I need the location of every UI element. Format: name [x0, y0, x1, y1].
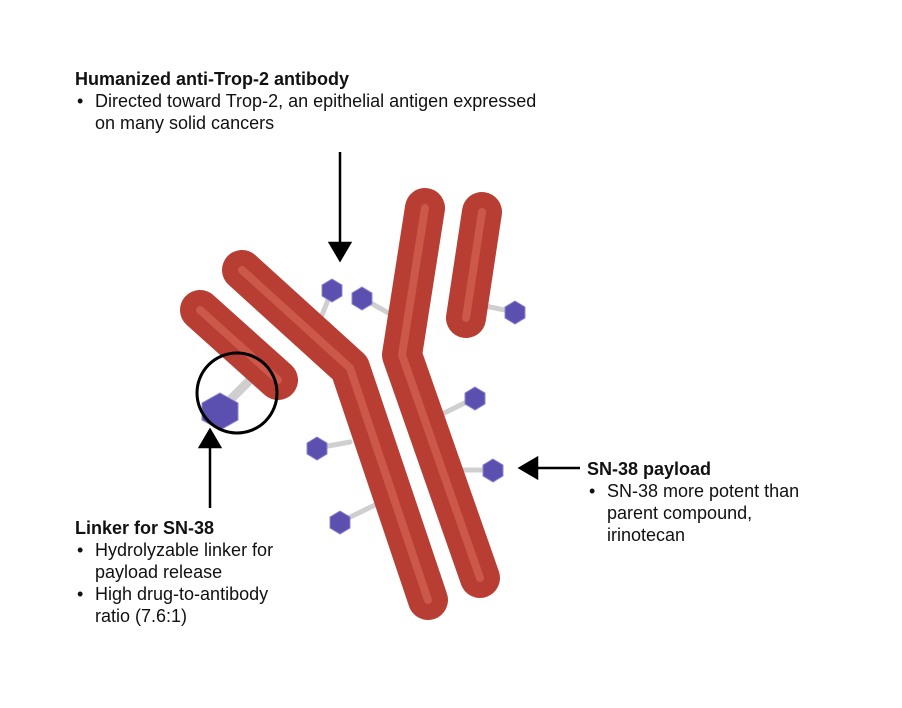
arrow-down-icon	[327, 241, 353, 263]
linker-callout: Linker for SN-38 Hydrolyzable linker for…	[75, 517, 325, 627]
arrow-up-icon	[197, 427, 223, 449]
payload-title: SN-38 payload	[587, 459, 712, 479]
linker-title: Linker for SN-38	[75, 518, 215, 538]
payload-bullet: SN-38 more potent than parent compound, …	[587, 480, 827, 546]
sn38-payloads	[201, 278, 526, 535]
arrow-left-icon	[517, 455, 539, 481]
antibody-title: Humanized anti-Trop-2 antibody	[75, 69, 350, 89]
linker-bullet: High drug-to-antibody ratio (7.6:1)	[75, 583, 305, 627]
linker-bullet: Hydrolyzable linker for payload release	[75, 539, 305, 583]
antibody-callout: Humanized anti-Trop-2 antibody Directed …	[75, 68, 555, 134]
arrows	[197, 152, 580, 508]
payload-callout: SN-38 payload SN-38 more potent than par…	[587, 458, 827, 546]
antibody-bullet: Directed toward Trop-2, an epithelial an…	[75, 90, 555, 134]
linker-highlight-circle	[195, 351, 279, 435]
